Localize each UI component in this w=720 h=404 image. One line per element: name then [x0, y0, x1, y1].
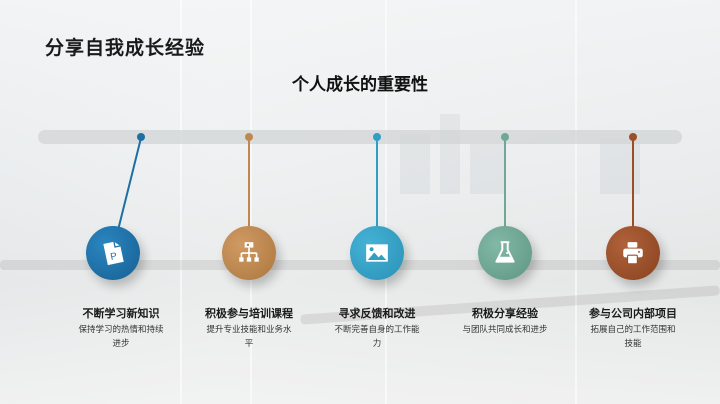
timeline-pin — [501, 133, 509, 141]
item-icon-circle — [478, 226, 532, 280]
timeline-track — [38, 130, 682, 144]
timeline-item-5: 参与公司内部项目 拓展自己的工作范围和技能 — [568, 0, 698, 404]
timeline-item-1: P 不断学习新知识 保持学习的热情和持续进步 — [56, 0, 186, 404]
item-icon-circle — [606, 226, 660, 280]
org-chart-icon — [239, 242, 259, 262]
item-description: 拓展自己的工作范围和技能 — [590, 325, 676, 349]
slide-subtitle: 个人成长的重要性 — [292, 75, 428, 95]
item-description: 与团队共同成长和进步 — [462, 325, 548, 335]
timeline-pin — [245, 133, 253, 141]
timeline-pin — [137, 133, 145, 141]
timeline-item-3: 寻求反馈和改进 不断完善自身的工作能力 — [312, 0, 442, 404]
timeline-item-4: 积极分享经验 与团队共同成长和进步 — [440, 0, 570, 404]
timeline-connector — [248, 138, 250, 228]
document-p-icon: P — [103, 241, 124, 266]
item-title: 参与公司内部项目 — [589, 307, 677, 320]
item-title: 积极参与培训课程 — [205, 307, 293, 320]
timeline-connector — [504, 138, 506, 228]
printer-icon — [623, 242, 643, 265]
item-icon-circle — [350, 226, 404, 280]
timeline-connector — [632, 138, 634, 228]
timeline-pin — [373, 133, 381, 141]
timeline-item-2: 积极参与培训课程 提升专业技能和业务水平 — [184, 0, 314, 404]
timeline-connector — [376, 138, 378, 228]
item-description: 不断完善自身的工作能力 — [334, 325, 420, 349]
slide-title: 分享自我成长经验 — [45, 37, 206, 59]
timeline-pin — [629, 133, 637, 141]
timeline-connector — [117, 137, 142, 228]
flask-icon — [495, 241, 515, 263]
item-title: 不断学习新知识 — [82, 307, 160, 320]
item-icon-circle: P — [86, 226, 140, 280]
item-description: 保持学习的热情和持续进步 — [78, 325, 164, 349]
svg-text:P: P — [110, 251, 119, 263]
item-title: 积极分享经验 — [472, 307, 538, 320]
item-description: 提升专业技能和业务水平 — [206, 325, 292, 349]
image-icon — [366, 244, 388, 262]
item-icon-circle — [222, 226, 276, 280]
item-title: 寻求反馈和改进 — [338, 307, 416, 320]
